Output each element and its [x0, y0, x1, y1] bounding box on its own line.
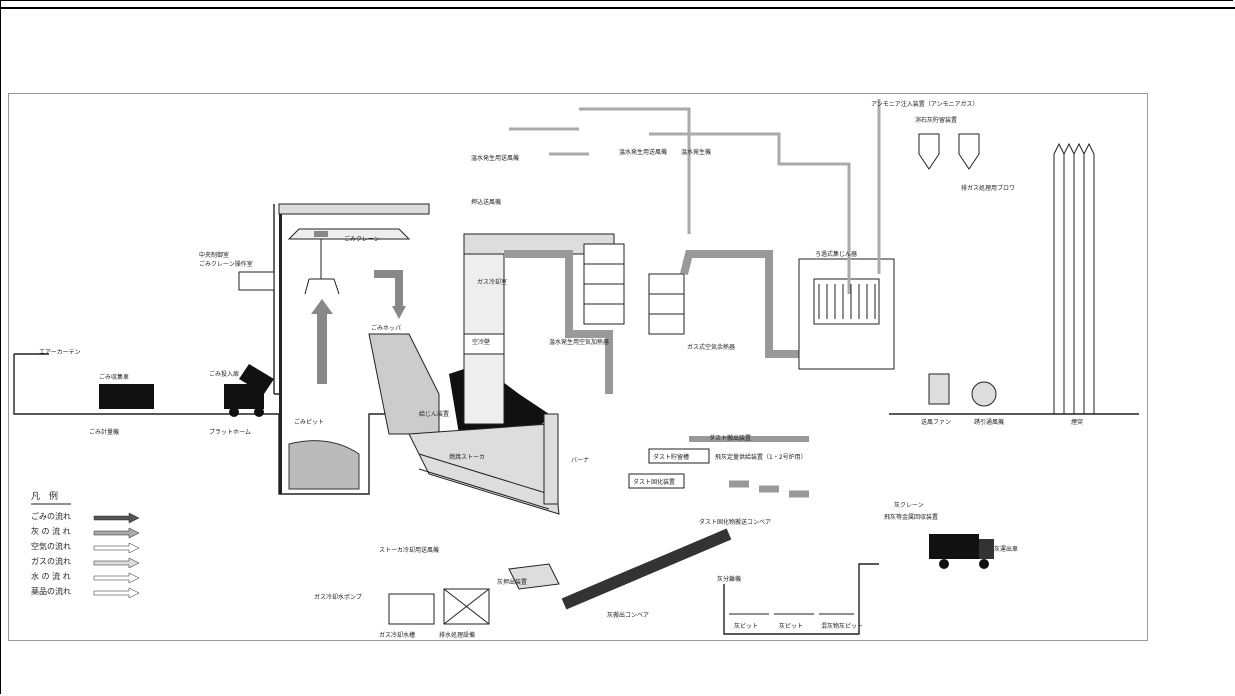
legend-title: 凡 例 — [31, 490, 58, 502]
input-door-label: ごみ投入扉 — [209, 370, 239, 378]
feeder-label: 給じん装置 — [419, 410, 449, 418]
legend-item-ash: 灰 の 流 れ — [31, 526, 71, 536]
ash-pit — [509, 534, 879, 634]
gas-cool-pump-label: ガス冷却水ポンプ — [314, 593, 362, 601]
gas-air-heater-label: ガス式空気余熱器 — [687, 343, 735, 351]
metal-recovery-label: 飛灰等金属回収装置 — [884, 513, 938, 521]
crane-label: ごみクレーン — [344, 235, 380, 243]
legend: 凡 例 ごみの流れ 灰 の 流 れ 空気の流れ ガスの流れ 水 の 流 れ 薬品… — [31, 490, 139, 598]
dust-storage-label: ダスト貯留槽 — [653, 453, 689, 461]
ash-crane-label: 灰クレーン — [894, 501, 924, 509]
ash-truck-label: 灰運出車 — [994, 545, 1018, 553]
supply-air-label: 飛灰定量供給装置（1・2号炉用） — [715, 453, 807, 461]
crane-control-label: ごみクレーン操作室 — [199, 260, 253, 268]
hot-water-fan2-label: 温水発生用送風機 — [619, 148, 667, 156]
legend-item-gas: ガスの流れ — [31, 556, 71, 566]
refuse-crane — [239, 229, 409, 294]
dust-conveyor2-label: ダスト固化物搬送コンベア — [699, 518, 771, 526]
ash-conveyor-label: 灰搬出コンベア — [607, 611, 649, 619]
pit-label: ごみピット — [294, 418, 324, 426]
slaked-lime-label: 消石灰貯留装置 — [915, 116, 957, 124]
ash-truck — [929, 534, 994, 569]
cooling-tank-label: ガス冷却水槽 — [379, 631, 415, 639]
legend-item-water: 水 の 流 れ — [31, 571, 71, 581]
dust-treatment-label: ダスト固化装置 — [633, 478, 675, 486]
hopper-label: ごみホッパ — [371, 324, 401, 332]
wastewater-label: 排水処理設備 — [439, 631, 475, 639]
ash-separator-label: 灰分離機 — [717, 575, 741, 583]
ash-pit1-label: 灰ピット — [734, 622, 758, 630]
chimney-label: 煙突 — [1071, 418, 1083, 426]
push-fan-label: 押込送風機 — [471, 198, 501, 206]
legend-item-chemical: 薬品の流れ — [31, 586, 71, 596]
stoker-fan-label: ストーカ冷却用送風機 — [379, 546, 439, 554]
platform-label: プラットホーム — [209, 429, 251, 436]
air-heater-label: 空冷壁 — [472, 338, 490, 346]
plant-flow-diagram: アンモニア注入装置（アンモニアガス） 温水発生用送風機 温水発生用送風機 温水発… — [8, 93, 1148, 641]
air-heater — [584, 244, 684, 334]
hot-water-fan-label: 温水発生用送風機 — [471, 154, 519, 162]
bag-filter — [799, 259, 894, 369]
hot-water-generator-label: 温水発生機 — [681, 148, 711, 156]
air-curtain-label: エアーカーテン — [39, 349, 81, 356]
gas-cooler-label: ガス冷却室 — [477, 278, 507, 286]
hot-water-air-heater-label: 温水発生用空気加熱器 — [549, 338, 609, 346]
recirc-fan-label: 送風ファン — [921, 418, 951, 426]
dust-conveyor-label: ダスト搬出装置 — [709, 434, 751, 442]
ash-pit3-label: 混灰物灰ピット — [821, 622, 863, 630]
ash-extractor-label: 灰押出装置 — [497, 578, 527, 586]
legend-item-air: 空気の流れ — [31, 541, 71, 551]
induced-fan-label: 誘引通風機 — [974, 418, 1004, 426]
burner-label: バーナ — [571, 457, 589, 464]
exhaust-blower-label: 排ガス処理用ブロワ — [961, 184, 1015, 192]
chimney — [1054, 144, 1094, 414]
legend-item-refuse: ごみの流れ — [31, 511, 71, 521]
ash-pit2-label: 灰ピット — [779, 622, 803, 630]
collection-truck-label: ごみ収集車 — [99, 373, 129, 381]
top-rule — [0, 7, 1235, 9]
bag-filter-label: ろ過式集じん器 — [815, 250, 857, 258]
collection-truck — [99, 364, 274, 417]
stoker-label: 燃焼ストーカ — [449, 453, 485, 461]
ammonia-label: アンモニア注入装置（アンモニアガス） — [871, 100, 979, 108]
central-control-label: 中央制御室 — [199, 251, 229, 259]
scale-label: ごみ計量機 — [89, 428, 119, 436]
